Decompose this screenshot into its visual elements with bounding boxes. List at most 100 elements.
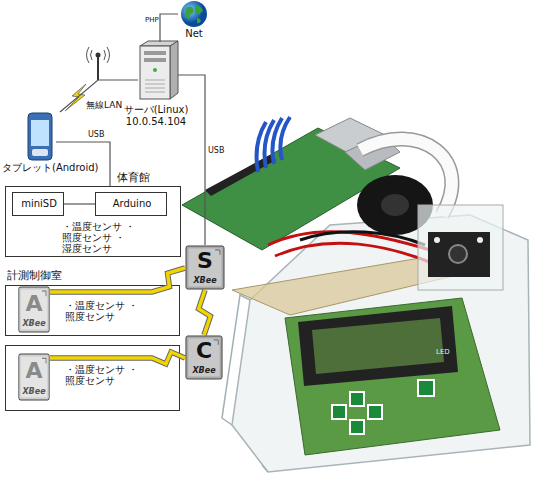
- connector: [64, 204, 95, 205]
- camera-lens: [449, 245, 467, 263]
- control-room-group: 計測制御室・温度センサ ・照度センサ A XBee: [5, 270, 180, 336]
- xbee-corner: [42, 358, 46, 363]
- acrylic-edge: [222, 295, 268, 472]
- tablet-icon: [24, 112, 58, 162]
- connector: [160, 14, 178, 42]
- tablet-screen: [31, 120, 49, 146]
- globe: [181, 1, 207, 27]
- camera-led: [434, 237, 440, 243]
- connector-label: 無線LAN: [86, 100, 122, 110]
- fan-hub: [381, 194, 409, 216]
- node-text: S: [185, 248, 225, 273]
- link-line: [64, 203, 95, 204]
- node-text: A: [18, 358, 50, 383]
- node-text: A: [18, 291, 50, 316]
- node-text: サーバ(Linux) 10.0.54.104: [116, 104, 196, 127]
- globe-node: Net: [178, 0, 210, 42]
- storage-box: miniSD: [12, 192, 64, 216]
- tablet-keys: [32, 149, 48, 156]
- connector: [60, 80, 138, 112]
- icon-holder: [138, 40, 180, 104]
- lcd-bezel: [298, 306, 458, 386]
- node-text: XBee: [185, 276, 225, 285]
- link-line: [178, 75, 205, 245]
- wireless-link: [199, 290, 211, 335]
- connector-label: USB: [88, 130, 104, 139]
- link-line: [50, 352, 185, 364]
- button: [350, 392, 364, 406]
- black-wire: [300, 232, 425, 245]
- vents: [145, 80, 165, 92]
- button: [350, 420, 364, 434]
- link-outline: [50, 352, 185, 364]
- xbee-node: C XBee: [185, 335, 223, 380]
- drive-bay: [144, 58, 166, 62]
- link-outline: [50, 268, 185, 292]
- link-line: [160, 14, 178, 42]
- globe-icon: [180, 0, 208, 28]
- connector: [56, 142, 110, 186]
- node-text: 体育館: [117, 172, 150, 185]
- camera-mount: [418, 205, 503, 290]
- connector: [178, 75, 205, 245]
- node-text: C: [185, 338, 223, 363]
- node-text: タブレット(Android): [2, 162, 98, 174]
- node-text: Arduino: [96, 198, 168, 210]
- xbee-corner: [215, 250, 220, 255]
- power-button: [153, 68, 157, 72]
- link-line: [50, 268, 185, 292]
- xbee-body: [186, 246, 224, 289]
- gym-group: 体育館・温度センサ ・照度センサ ・湿度センサ miniSD Arduino: [5, 172, 181, 257]
- button: [368, 405, 382, 419]
- red-wires: [268, 232, 432, 263]
- node-text: 計測制御室: [7, 270, 62, 283]
- server-icon: [138, 40, 180, 100]
- sensor-group: ・温度センサ ・照度センサ A XBee: [5, 345, 180, 411]
- node-text: ・温度センサ ・照度センサ: [65, 365, 145, 387]
- connector-label: USB: [208, 146, 224, 155]
- xbee-node: A XBee: [18, 353, 50, 401]
- blue-wires: [256, 117, 290, 172]
- xbee-body: [19, 354, 49, 400]
- camera-led: [477, 237, 483, 243]
- antenna-mast: [97, 56, 99, 80]
- node-text: Net: [178, 28, 210, 40]
- node-text: XBee: [18, 319, 50, 328]
- board-label: LED: [436, 348, 450, 356]
- xbee-node: S XBee: [185, 245, 225, 290]
- drive-bay: [144, 51, 166, 55]
- connector-label: PHP: [145, 16, 159, 24]
- link-outline: [199, 290, 211, 335]
- button: [332, 405, 346, 419]
- node-text: XBee: [18, 387, 50, 396]
- wireless-link: [50, 268, 185, 292]
- antenna-waves: [87, 47, 110, 63]
- link-line: [199, 290, 211, 335]
- controller-box: Arduino: [95, 192, 167, 216]
- node-text: miniSD: [13, 198, 65, 210]
- link-line: [60, 80, 138, 112]
- node-text: ・温度センサ ・照度センサ ・湿度センサ: [62, 222, 142, 255]
- antenna-tip: [96, 53, 101, 58]
- server-front: [140, 46, 170, 99]
- xbee-corner: [42, 291, 46, 296]
- wireless-link: [50, 352, 185, 364]
- wireless-bolt: [65, 84, 86, 111]
- lcd-screen: [312, 318, 444, 374]
- camera-board: [428, 232, 490, 277]
- server-node: サーバ(Linux) 10.0.54.104: [116, 40, 196, 135]
- acrylic-case: [232, 215, 530, 472]
- tablet-node: タブレット(Android): [2, 110, 106, 176]
- tablet-body: [28, 113, 52, 160]
- front-pcb: [285, 298, 500, 455]
- node-text: ・温度センサ ・照度センサ: [65, 301, 145, 323]
- xbee-body: [186, 336, 222, 379]
- xbee-node: A XBee: [18, 286, 50, 333]
- icon-holder: [180, 0, 208, 32]
- xbee-body: [19, 287, 49, 332]
- xbee-corner: [214, 340, 219, 345]
- node-text: XBee: [185, 366, 223, 375]
- link-line: [56, 142, 110, 186]
